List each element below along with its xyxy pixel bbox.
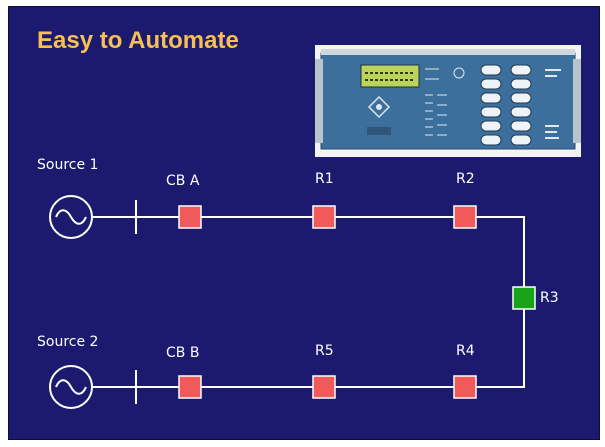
breaker-cb-b[interactable] (178, 375, 202, 399)
one-line-diagram (49, 195, 536, 409)
source-2-symbol (49, 365, 93, 409)
source-2-label: Source 2 (37, 334, 99, 350)
recloser-r1[interactable] (312, 205, 336, 229)
feeder-1-line (92, 200, 525, 287)
breaker-cb-b-label: CB B (166, 345, 200, 361)
recloser-r2-label: R2 (456, 171, 475, 187)
recloser-r4[interactable] (453, 375, 477, 399)
recloser-r3-label: R3 (540, 290, 559, 306)
breaker-cb-a-label: CB A (166, 173, 200, 189)
recloser-r5-label: R5 (315, 343, 334, 359)
source-1-label: Source 1 (37, 157, 99, 173)
recloser-r5[interactable] (312, 375, 336, 399)
feeder-2-line (92, 309, 525, 404)
recloser-r3[interactable] (512, 286, 536, 310)
slide-title: Easy to Automate (37, 27, 239, 54)
source-1-symbol (49, 195, 93, 239)
recloser-r1-label: R1 (315, 171, 334, 187)
recloser-r4-label: R4 (456, 343, 475, 359)
controller-device-image (315, 45, 581, 157)
slide: Easy to Automate (8, 6, 600, 440)
breaker-cb-a[interactable] (178, 205, 202, 229)
recloser-r2[interactable] (453, 205, 477, 229)
